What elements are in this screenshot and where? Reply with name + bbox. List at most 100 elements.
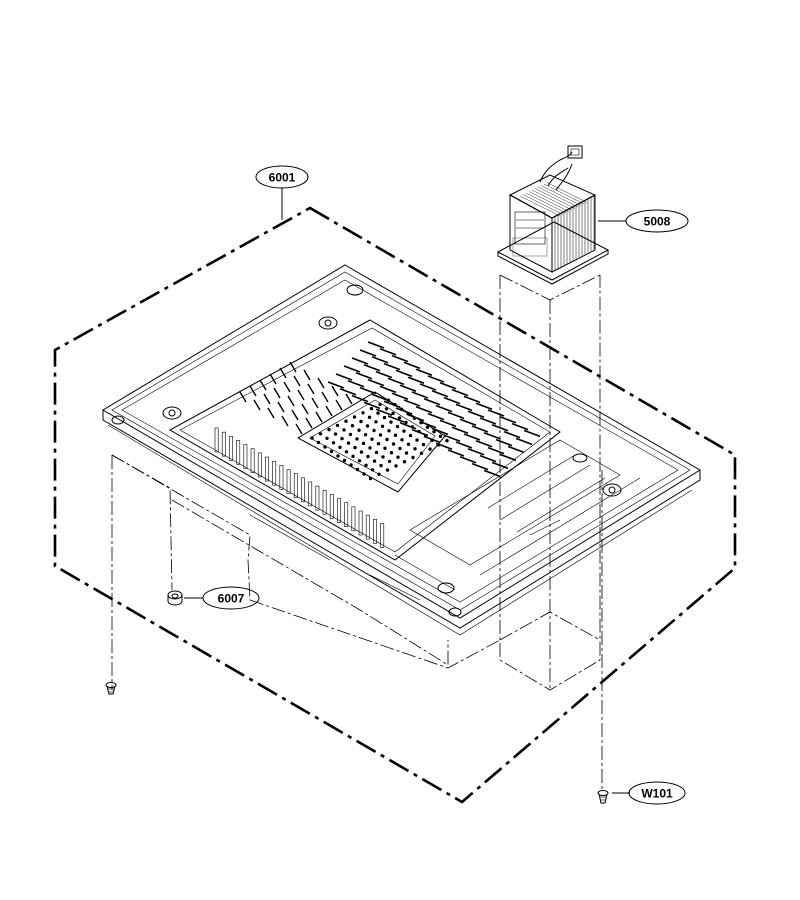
vent-slot xyxy=(286,469,291,494)
grille-hole xyxy=(342,458,347,463)
vent-slot xyxy=(403,361,421,370)
screw xyxy=(597,790,609,804)
vent-slot xyxy=(371,356,389,364)
foot xyxy=(167,590,183,606)
vent-slot xyxy=(239,391,247,403)
grille-hole xyxy=(402,429,406,433)
vent-slot xyxy=(329,494,334,519)
grille-hole xyxy=(421,442,426,447)
vent-slot xyxy=(250,448,255,474)
vent-slot xyxy=(515,437,533,446)
vent-slot xyxy=(337,498,341,523)
vent-slot xyxy=(293,473,298,498)
lamination xyxy=(534,188,576,209)
vent-slot xyxy=(447,449,465,457)
grille-hole xyxy=(377,472,381,476)
callout-label-W101: W101 xyxy=(641,787,673,801)
grille-hole xyxy=(398,446,402,451)
vent-slot xyxy=(327,381,345,389)
vent-slot xyxy=(427,412,445,421)
grille-hole xyxy=(378,433,383,437)
vent-slot xyxy=(375,408,393,416)
vent-slot xyxy=(359,386,377,395)
vent-slot xyxy=(279,367,287,379)
vent-slot xyxy=(487,409,505,417)
lamination xyxy=(546,182,588,203)
vent-slot xyxy=(379,348,397,356)
vent-slot xyxy=(272,460,277,486)
grille-hole xyxy=(379,463,383,468)
grille-hole xyxy=(310,436,314,440)
lamination xyxy=(519,195,561,217)
vent-slot xyxy=(321,391,329,403)
vent-slot xyxy=(379,385,397,394)
screw xyxy=(105,682,117,695)
grille-hole xyxy=(370,468,375,472)
vent-slot xyxy=(287,395,295,407)
vent-slot xyxy=(343,365,361,373)
vent-slot xyxy=(267,407,275,419)
grille-hole xyxy=(406,442,411,446)
vent-slot xyxy=(339,388,357,396)
grille-hole xyxy=(410,425,415,429)
vent-slot xyxy=(467,410,485,418)
callout-6007: 6007 xyxy=(202,586,260,610)
vent-slot xyxy=(301,477,305,503)
vent-slot xyxy=(257,452,262,478)
vent-slot xyxy=(387,415,405,423)
callout-5008: 5008 xyxy=(625,209,689,233)
grille-hole xyxy=(353,445,357,450)
grille-hole xyxy=(370,437,374,441)
vent-slot xyxy=(365,514,370,540)
vent-slot xyxy=(439,382,457,390)
grille-hole xyxy=(385,437,389,442)
grille-hole xyxy=(399,407,404,411)
vent-slot xyxy=(371,393,389,402)
vent-slot xyxy=(383,362,401,371)
vent-slot xyxy=(463,433,481,441)
vent-slot xyxy=(471,425,489,433)
vent-slot xyxy=(307,383,315,395)
grille-hole xyxy=(344,419,348,423)
vent-slot xyxy=(483,469,501,478)
vent-slot xyxy=(431,390,449,398)
grille-hole xyxy=(344,450,349,454)
vent-slot xyxy=(395,369,413,378)
vent-slot xyxy=(295,423,303,435)
grille-hole xyxy=(335,423,340,428)
grille-hole xyxy=(391,411,395,416)
vent-slot xyxy=(483,432,501,440)
vent-slot xyxy=(415,368,433,376)
grille-hole xyxy=(366,454,370,459)
grille-hole xyxy=(359,419,363,424)
vent-slot xyxy=(293,375,301,387)
vent-slot xyxy=(358,510,363,536)
grille-hole xyxy=(387,429,391,433)
grille-hole xyxy=(397,416,402,420)
grille-hole xyxy=(365,424,370,428)
vent-slot xyxy=(236,440,241,465)
vent-slot xyxy=(259,379,267,391)
vent-slot xyxy=(345,393,353,405)
vent-slot xyxy=(308,481,313,507)
grille-hole xyxy=(408,433,413,438)
grille-hole xyxy=(352,415,357,419)
vent-slot xyxy=(265,456,269,482)
vent-slot xyxy=(351,506,356,532)
grille-hole xyxy=(364,463,368,467)
vent-slot xyxy=(303,369,311,381)
vent-slot xyxy=(351,357,369,365)
callout-W101: W101 xyxy=(628,781,686,805)
vent-slot xyxy=(443,396,461,405)
grille-hole xyxy=(316,440,321,445)
vent-slot xyxy=(391,392,409,400)
grille-hole xyxy=(411,455,415,460)
vent-slot xyxy=(499,416,517,424)
grille-hole xyxy=(372,428,376,433)
grille-hole xyxy=(342,428,346,432)
vent-slot xyxy=(277,401,285,413)
vent-slot xyxy=(471,462,489,471)
vent-slot xyxy=(315,485,320,511)
vent-slot xyxy=(455,403,473,412)
